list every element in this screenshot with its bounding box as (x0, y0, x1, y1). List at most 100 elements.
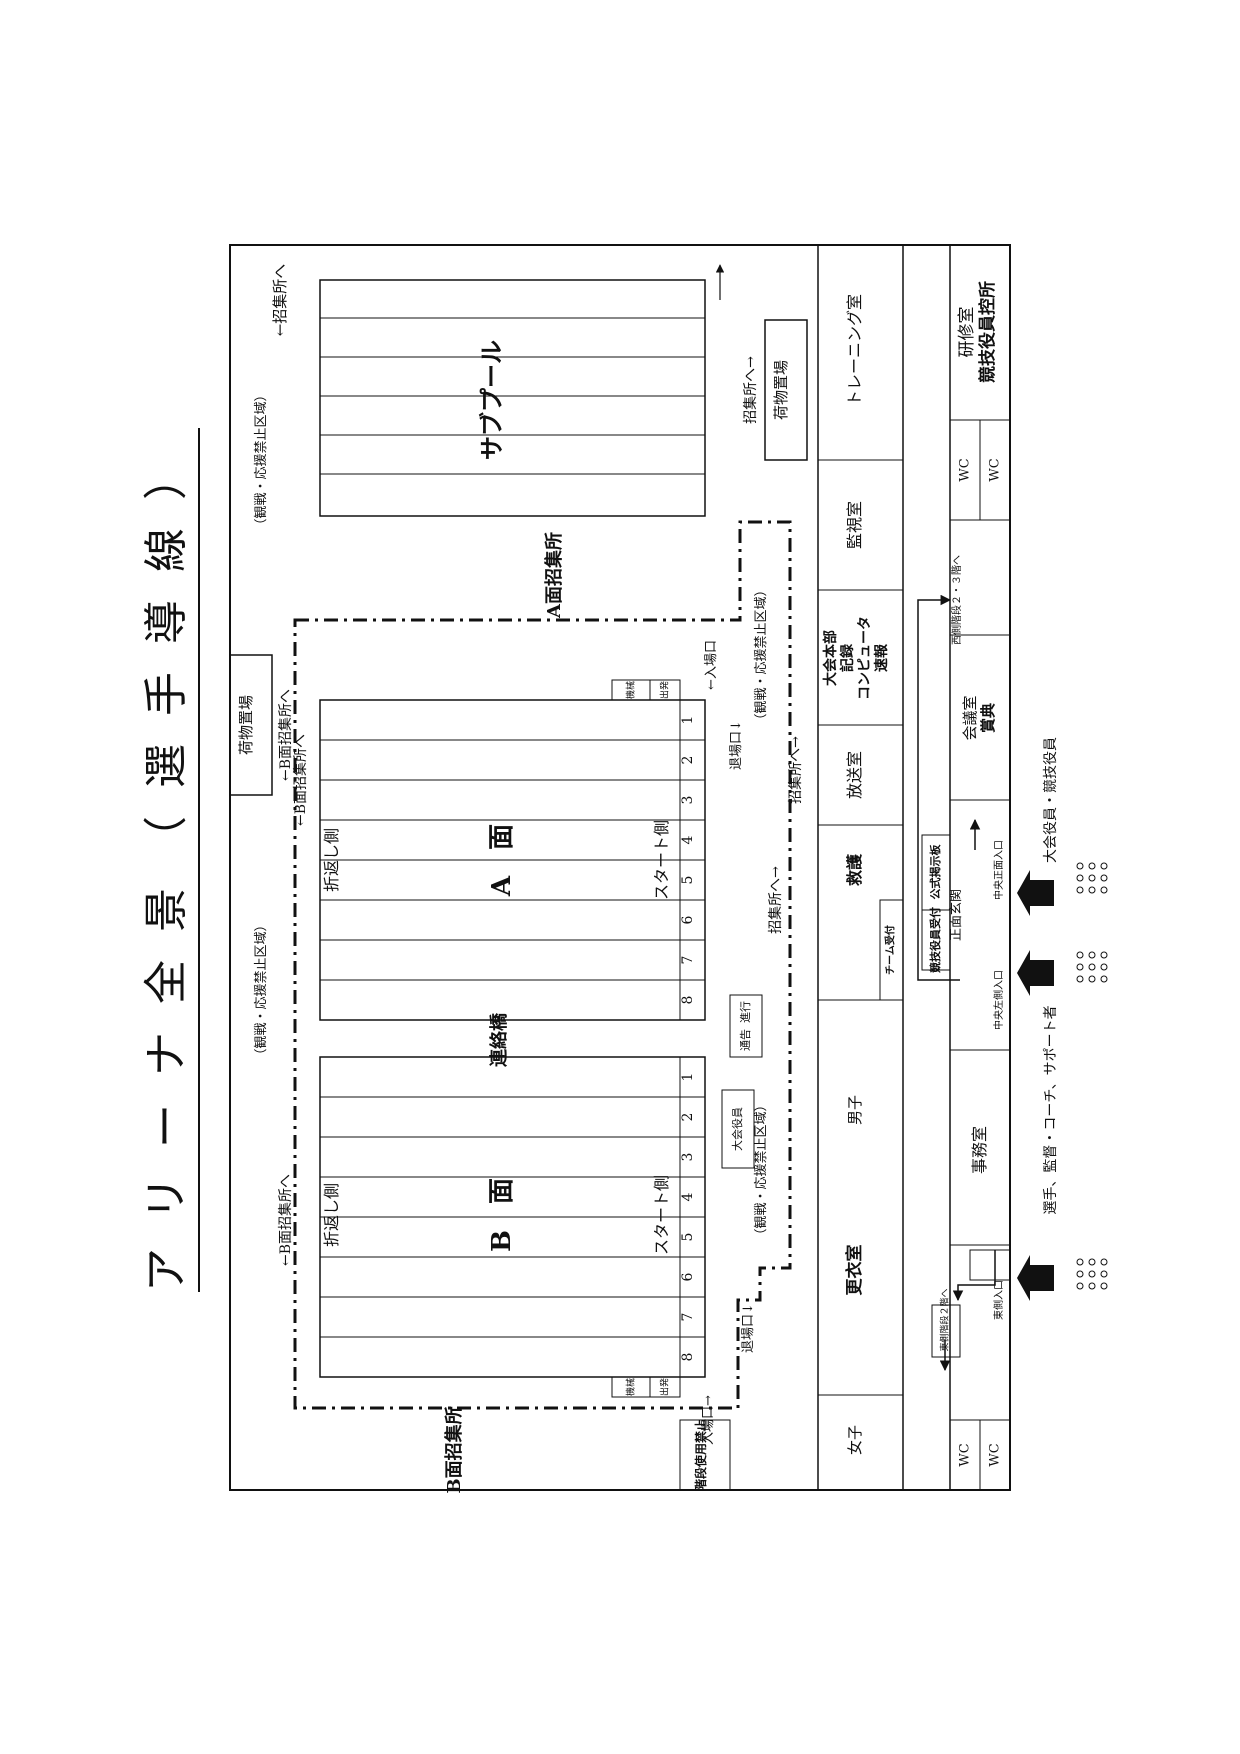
sub-pool (319, 279, 706, 517)
locker-room-label: 更衣室 (844, 1245, 865, 1296)
center-left-entrance-label: 中央左側入口 (992, 970, 1005, 1030)
to-call-area-top: ←招集所へ (271, 264, 289, 337)
pool-b-start-side: スタート側 (652, 1175, 671, 1255)
pool-b (319, 1056, 706, 1378)
room-strip (818, 459, 904, 1396)
entrance-arrow-east (1017, 1255, 1054, 1301)
to-b-call-area-2: ←B面招集所へ (277, 1174, 294, 1266)
stairs-prohibited-label: 階段使用禁止 (693, 1419, 708, 1491)
broadcast-room-label: 放送室 (845, 751, 864, 799)
meeting-room-label: 会議室 (961, 695, 979, 740)
a-call-area-label: A面招集所 (543, 532, 565, 619)
pool-a (319, 699, 706, 1021)
restricted-zone-middle: （観戦・応援禁止区域） (254, 918, 269, 1061)
stairs-prohibited-box (679, 1419, 731, 1491)
departure-box-a (649, 679, 681, 701)
exit-label-b: 退場口↓ (741, 1303, 756, 1353)
men-label: 男子 (846, 1095, 864, 1125)
hq-line-1: 大会本部 (822, 630, 839, 686)
machine-label-a: 機械 (625, 681, 637, 699)
lane-b-2: 2 (680, 1113, 696, 1122)
center-front-entrance-label: 中央正面入口 (992, 840, 1005, 900)
restricted-zone-bottom: （観戦・応援禁止区域） (754, 1098, 769, 1241)
entrance-arrow-center-left (1017, 950, 1054, 996)
hq-line-4: 速報 (873, 643, 890, 672)
athlete-crowd-markers-2 (1076, 1258, 1108, 1290)
lane-b-3: 3 (680, 1153, 696, 1162)
lane-b-6: 6 (680, 1272, 696, 1281)
east-entrance-label: 東側入口 (992, 1280, 1005, 1320)
to-b-call-area-3: ←B面招集所へ (292, 734, 309, 826)
women-label: 女子 (846, 1425, 864, 1455)
lane-a-5: 5 (680, 876, 696, 885)
lane-a-4: 4 (680, 835, 696, 844)
lane-a-3: 3 (680, 796, 696, 805)
study-room-label: 研修室 (957, 307, 977, 358)
hq-line-2: 記録 (839, 643, 856, 672)
announce-label: 通告 (739, 1029, 752, 1051)
monitor-room-label: 監視室 (845, 501, 864, 549)
official-reception-label: 競技役員受付 (928, 907, 942, 973)
pool-a-start-side: スタート側 (652, 820, 671, 900)
hq-line-3: コンピュータ (857, 616, 873, 700)
stairs-2-3-label: 西側階段２・３階へ (950, 555, 963, 645)
sub-pool-label: サブプール (477, 340, 506, 460)
lane-a-8: 8 (680, 996, 696, 1005)
wc-label-3: WC (958, 1443, 973, 1466)
officials-label: 大会役員 (730, 1107, 744, 1151)
restricted-zone-top: （観戦・応援禁止区域） (254, 388, 269, 531)
luggage-label-left: 荷物置場 (237, 695, 255, 755)
lane-b-8: 8 (680, 1353, 696, 1362)
wc-label-4: WC (988, 1443, 1003, 1466)
b-call-area-label: B面招集所 (443, 1406, 465, 1493)
departure-box-b (649, 1376, 681, 1398)
departure-label-a: 出発 (659, 681, 671, 699)
luggage-area-right (764, 319, 808, 461)
lane-a-6: 6 (680, 915, 696, 924)
to-call-area-3: 招集所へ→ (767, 866, 784, 934)
lane-a-2: 2 (680, 756, 696, 765)
to-b-call-area-1: ←B面招集所へ (277, 689, 294, 781)
pool-a-turn-side: 折返し側 (322, 828, 341, 892)
admin-rooms (921, 244, 1011, 1490)
restricted-zone-right: （観戦・応援禁止区域） (754, 583, 769, 726)
to-call-area-1: 招集所へ→ (742, 356, 759, 424)
lane-b-5: 5 (680, 1233, 696, 1242)
building-outline (229, 244, 1011, 1491)
lane-b-7: 7 (680, 1313, 696, 1322)
team-reception-label: チーム受付 (884, 925, 897, 975)
entrance-arrow-center-front (1017, 870, 1054, 916)
departure-label-b: 出発 (659, 1378, 671, 1396)
wc-label-2: WC (988, 458, 1003, 481)
flow-arrows (715, 264, 996, 1372)
first-aid-label: 救護 (845, 853, 864, 886)
exit-label-a: 退場口↓ (729, 720, 744, 770)
awards-label: 賞典 (979, 703, 997, 733)
legend-athletes: 選手、監督・コーチ、サポート者 (1042, 1005, 1059, 1214)
pool-b-label: B 面 (487, 1178, 517, 1252)
legend-officials: 大会役員・競技役員 (1043, 737, 1059, 863)
restricted-zone-outline (293, 520, 792, 1410)
officials-box (721, 1089, 755, 1169)
machine-label-b: 機械 (625, 1378, 637, 1396)
athlete-crowd-markers-1 (1076, 951, 1108, 983)
stairs-2-label: 東側階段２階へ (939, 1288, 951, 1351)
lane-a-7: 7 (680, 956, 696, 965)
entrance-label-b: 入場口→ (701, 1395, 716, 1445)
luggage-label-right: 荷物置場 (772, 360, 790, 420)
pool-a-label: A 面 (487, 824, 517, 897)
announce-progress-box (729, 994, 763, 1058)
pool-b-turn-side: 折返し側 (322, 1183, 341, 1247)
office-label: 事務室 (970, 1126, 989, 1174)
to-call-area-2: 招集所へ→ (787, 736, 804, 804)
wc-label-1: WC (958, 458, 973, 481)
lane-a-1: 1 (680, 716, 696, 725)
luggage-area-left (229, 654, 273, 796)
main-entrance-label: 正面玄関 (949, 889, 964, 941)
training-room-label: トレーニング室 (845, 294, 864, 406)
bulletin-board-label: 公式掲示板 (928, 844, 942, 900)
official-crowd-markers (1076, 862, 1108, 894)
progress-label: 進行 (739, 1001, 752, 1023)
entrance-label-a: ←入場口 (704, 640, 719, 690)
